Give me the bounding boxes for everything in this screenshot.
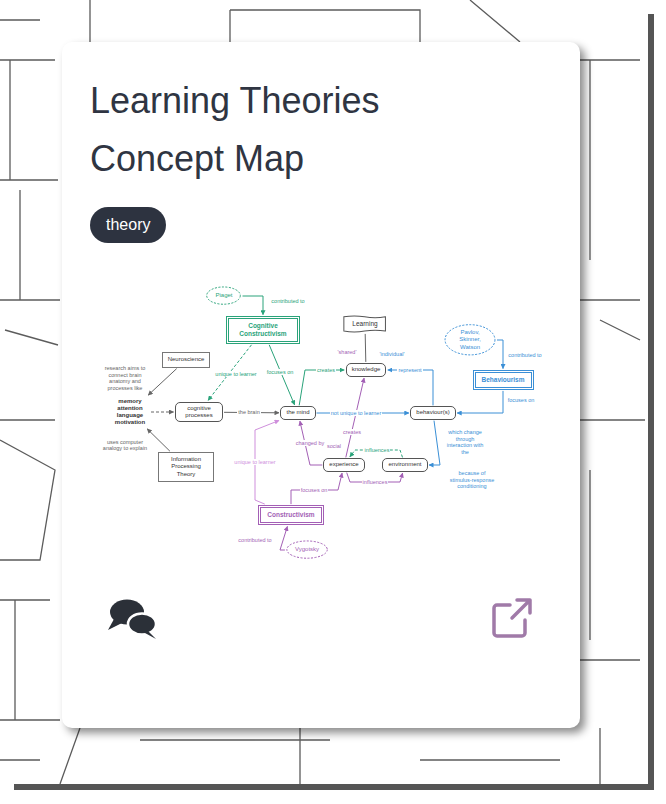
edge-label: not unique to learner bbox=[330, 410, 382, 417]
edge-label: which change through interaction with th… bbox=[442, 429, 488, 455]
edge-label: focuses on bbox=[507, 397, 536, 404]
cloud-shape bbox=[207, 287, 241, 304]
connector bbox=[429, 421, 440, 465]
connector bbox=[243, 296, 264, 315]
frame-shadow bbox=[14, 784, 654, 790]
edge-label: research aims to connect brain anatomy a… bbox=[101, 365, 149, 391]
edge-label: changed by bbox=[295, 440, 325, 447]
connector bbox=[147, 429, 170, 451]
concept-box: behaviour(s) bbox=[410, 406, 455, 419]
note-label: 'shared' bbox=[337, 349, 358, 356]
sketch-lines bbox=[0, 0, 645, 784]
connector bbox=[291, 473, 342, 504]
sketch-top bbox=[90, 0, 520, 42]
edge-label: creates bbox=[316, 367, 336, 374]
connector bbox=[457, 391, 503, 413]
edge-label: the brain bbox=[237, 409, 260, 416]
node-text: behaviour(s) bbox=[416, 409, 449, 416]
concept-box: cognitive processes bbox=[175, 402, 223, 422]
card-title: Learning Theories Concept Map bbox=[90, 72, 450, 188]
connector bbox=[151, 412, 174, 413]
edge-label: uses computer analogy to explain bbox=[101, 439, 149, 452]
concept-box: knowledge bbox=[346, 363, 387, 376]
note-label: 'individual' bbox=[378, 351, 405, 358]
cloud-shape bbox=[287, 541, 327, 558]
node-text: Constructivism bbox=[267, 511, 314, 519]
edge-label: unique to learner bbox=[214, 371, 257, 378]
edge-label: focuses on bbox=[300, 487, 329, 494]
comments-icon bbox=[108, 600, 156, 640]
edge-label: influences bbox=[364, 447, 391, 454]
edge-label: contributed to bbox=[270, 298, 305, 305]
connector bbox=[365, 334, 367, 362]
concept-text: memory attention language motivation bbox=[110, 397, 150, 428]
node-text: knowledge bbox=[352, 366, 381, 373]
bubble-tail bbox=[145, 631, 156, 639]
node-text: Neuroscience bbox=[168, 356, 205, 363]
flag-shape bbox=[344, 316, 386, 332]
concept-box: the mind bbox=[280, 406, 315, 419]
connector bbox=[497, 340, 503, 369]
node-text: memory attention language motivation bbox=[112, 398, 148, 427]
node-text: Vygotsky bbox=[295, 546, 319, 553]
connector bbox=[280, 526, 287, 550]
theory-box: Behaviourism bbox=[473, 370, 534, 390]
concept-box: experience bbox=[323, 458, 364, 471]
sketch-bottom bbox=[60, 728, 600, 784]
sketch-right bbox=[580, 60, 645, 660]
tag-pill: theory bbox=[90, 207, 166, 243]
edge-label: focuses on bbox=[266, 369, 295, 376]
node-text: Cognitive Constructivism bbox=[235, 322, 291, 338]
node-text: Learning bbox=[352, 320, 377, 328]
connector bbox=[299, 370, 344, 405]
node-text: experience bbox=[329, 461, 358, 468]
edge-label: unique to learner bbox=[233, 459, 276, 466]
link-arrow bbox=[512, 600, 530, 618]
node-text: cognitive processes bbox=[181, 405, 217, 419]
edge-label: contributed to bbox=[237, 537, 272, 544]
edge-label: represent bbox=[397, 367, 422, 374]
node-text: theory bbox=[106, 216, 150, 234]
field-box: Neuroscience bbox=[162, 352, 211, 367]
edge-label: contributed to bbox=[507, 352, 542, 359]
node-text: Behaviourism bbox=[482, 376, 525, 384]
sketch-left bbox=[0, 20, 60, 760]
node-text: Piaget bbox=[215, 292, 232, 299]
bubble bbox=[128, 614, 156, 635]
cloud-shape bbox=[445, 325, 495, 355]
theory-box: Cognitive Constructivism bbox=[226, 316, 300, 344]
external-link-icon bbox=[494, 600, 530, 636]
field-box: Information Processing Theory bbox=[158, 452, 214, 482]
connector bbox=[346, 378, 364, 457]
node-text: Pavlov, Skinner, Watson bbox=[453, 329, 487, 351]
person-cloud: Pavlov, Skinner, Watson bbox=[444, 323, 496, 357]
edge-label: influences bbox=[362, 479, 389, 486]
connector bbox=[388, 370, 433, 405]
node-text: environment bbox=[388, 461, 421, 468]
edge-label: creates bbox=[342, 429, 362, 436]
frame-shadow bbox=[648, 14, 654, 790]
note-label: because of stimulus-response conditionin… bbox=[446, 470, 498, 490]
node-text: the mind bbox=[286, 409, 309, 416]
note-label: social bbox=[326, 443, 342, 450]
topic-flag: Learning bbox=[343, 315, 386, 333]
bubble-tail bbox=[108, 619, 122, 630]
concept-box: environment bbox=[382, 458, 427, 471]
person-cloud: Vygotsky bbox=[286, 540, 328, 559]
person-cloud: Piaget bbox=[206, 286, 241, 305]
node-text: Information Processing Theory bbox=[164, 456, 208, 478]
theory-box: Constructivism bbox=[258, 505, 323, 525]
connector bbox=[148, 369, 177, 396]
